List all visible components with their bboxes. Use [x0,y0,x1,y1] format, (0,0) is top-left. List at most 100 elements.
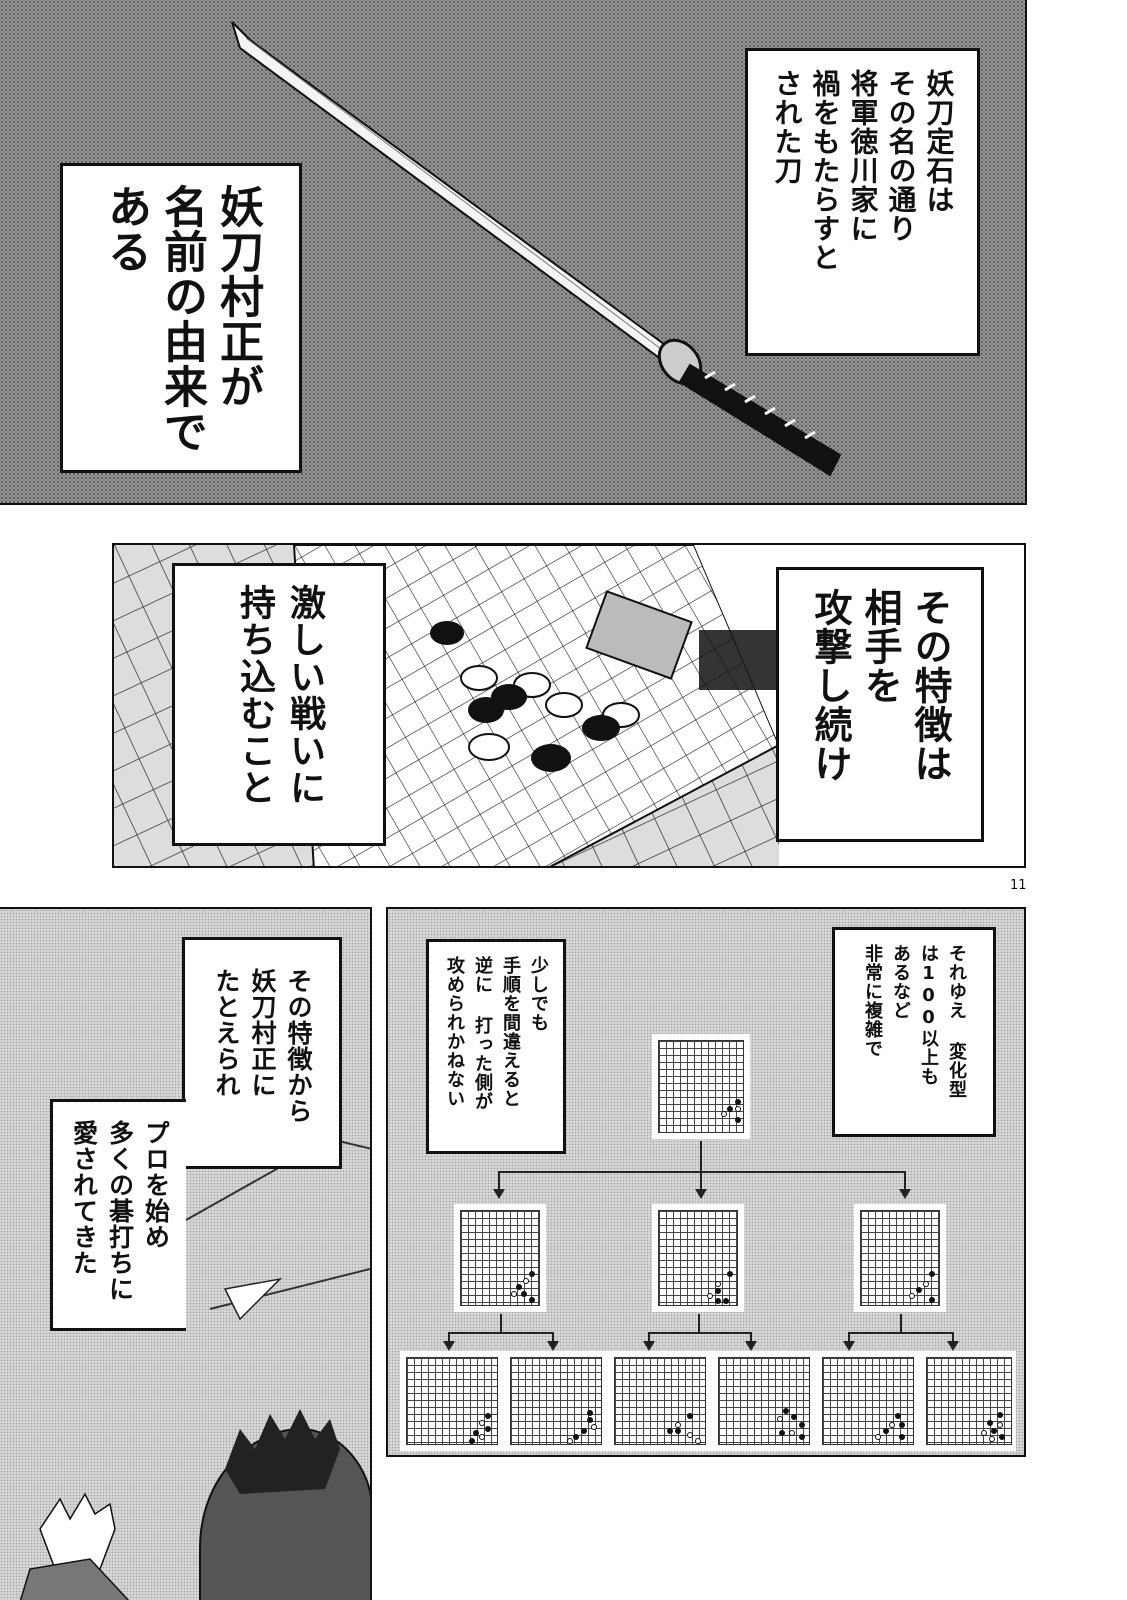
white-stone [721,1111,727,1117]
black-stone [587,1410,593,1416]
black-stone [727,1271,733,1277]
black-stone [469,1438,475,1444]
joseki-board-b1 [610,1353,710,1449]
joseki-board-root [652,1034,750,1139]
caption-text: 少しでも 手順を間違えると 逆に 打った側が 攻められかねない [444,956,549,1111]
caption-text: その特徴は 相手を 攻撃し続け [808,588,952,783]
characters-illustration [19,1137,370,1600]
caption-loved-by-players: プロを始め 多くの碁打ちに 愛されてきた [50,1099,186,1331]
caption-characteristic-attack: その特徴は 相手を 攻撃し続け [776,567,984,842]
white-stone [989,1436,995,1442]
white-stone [567,1438,573,1444]
black-stone [675,1428,681,1434]
black-stone [799,1434,805,1440]
arrow-icon [547,1341,559,1351]
black-stone [727,1106,733,1112]
white-stone [591,1424,597,1430]
black-stone [895,1413,901,1419]
caption-text: 激しい戦いに 持ち込むこと [234,584,325,806]
black-stone [991,1428,997,1434]
caption-fierce-battle: 激しい戦いに 持ち込むこと [172,563,386,846]
black-stone [883,1428,889,1434]
black-stone [529,1297,535,1303]
black-stone [687,1413,693,1419]
panel-joseki-diagram: それゆえ 変化型 は100以上も あるなど 非常に複雑で 少しでも 手順を間違え… [386,907,1026,1457]
panel-characters: その特徴から 妖刀村正に たとえられ プロを始め 多くの碁打ちに 愛されてきた [0,907,372,1600]
white-stone [777,1416,783,1422]
black-stone [735,1099,741,1105]
white-stone [675,1422,681,1428]
white-stone [707,1293,713,1299]
white-stone [789,1430,795,1436]
white-stone [923,1281,929,1287]
black-stone [899,1422,905,1428]
arrow-icon [643,1341,655,1351]
caption-text: プロを始め 多くの碁打ちに 愛されてきた [69,1120,171,1302]
white-stone [715,1281,721,1287]
black-stone [485,1413,491,1419]
caption-compared-to-muramasa: その特徴から 妖刀村正に たとえられ [182,937,342,1169]
black-stone [987,1420,993,1426]
caption-muramasa-origin: 妖刀村正が 名前の由来で ある [60,163,302,473]
white-stone [735,1106,741,1112]
black-stone [929,1297,935,1303]
black-stone [715,1288,721,1294]
black-stone [779,1430,785,1436]
black-stone [667,1428,673,1434]
caption-text: その特徴から 妖刀村正に たとえられ [212,968,313,1124]
white-stone [695,1438,701,1444]
black-stone [735,1117,741,1123]
arrow-icon [493,1189,505,1199]
arrow-icon [443,1341,455,1351]
arrow-icon [899,1189,911,1199]
white-stone [889,1422,895,1428]
black-stone [783,1408,789,1414]
white-stone [479,1420,485,1426]
black-stone [799,1422,805,1428]
white-stone [523,1278,529,1284]
panel-go-board: その特徴は 相手を 攻撃し続け 激しい戦いに 持ち込むこと [112,543,1026,868]
black-stone [791,1414,797,1420]
white-stone [997,1422,1003,1428]
caption-variations-complex: それゆえ 変化型 は100以上も あるなど 非常に複雑で [832,927,996,1137]
black-stone [899,1434,905,1440]
caption-wrong-order-warning: 少しでも 手順を間違えると 逆に 打った側が 攻められかねない [426,939,566,1154]
caption-text: それゆえ 変化型 は100以上も あるなど 非常に複雑で [862,944,967,1099]
black-stone [997,1412,1003,1418]
white-stone [479,1434,485,1440]
joseki-board-a2 [506,1353,606,1449]
white-stone [981,1430,987,1436]
black-stone [916,1287,922,1293]
caption-text: 妖刀定石は その名の通り 将軍徳川家に 禍をもたらすと された刀 [770,69,956,272]
black-stone [529,1271,535,1277]
black-stone [929,1271,935,1277]
joseki-board-variation-c [854,1204,946,1312]
black-stone [581,1428,587,1434]
caption-text: 妖刀村正が 名前の由来で ある [100,184,263,454]
arrow-icon [695,1189,707,1199]
arrow-icon [947,1341,959,1351]
joseki-board-variation-b [652,1204,744,1312]
arrow-icon [745,1341,757,1351]
black-stone [999,1434,1005,1440]
katana-illustration [231,21,842,477]
black-stone [573,1434,579,1440]
joseki-board-variation-a [454,1204,546,1312]
black-stone [473,1430,479,1436]
caption-yoto-joseki: 妖刀定石は その名の通り 将軍徳川家に 禍をもたらすと された刀 [745,48,980,356]
black-stone [723,1298,729,1304]
panel-sword: 妖刀定石は その名の通り 将軍徳川家に 禍をもたらすと された刀 妖刀村正が 名… [0,0,1027,505]
black-stone [485,1426,491,1432]
white-stone [875,1434,881,1440]
joseki-board-a1 [402,1353,502,1449]
black-stone [715,1298,721,1304]
arrow-icon [843,1341,855,1351]
white-stone [511,1291,517,1297]
white-stone [909,1293,915,1299]
white-stone [687,1432,693,1438]
joseki-board-c2 [922,1353,1016,1449]
black-stone [521,1291,527,1297]
joseki-board-b2 [714,1353,814,1449]
page-number: 11 [1010,878,1027,893]
black-stone [587,1417,593,1423]
